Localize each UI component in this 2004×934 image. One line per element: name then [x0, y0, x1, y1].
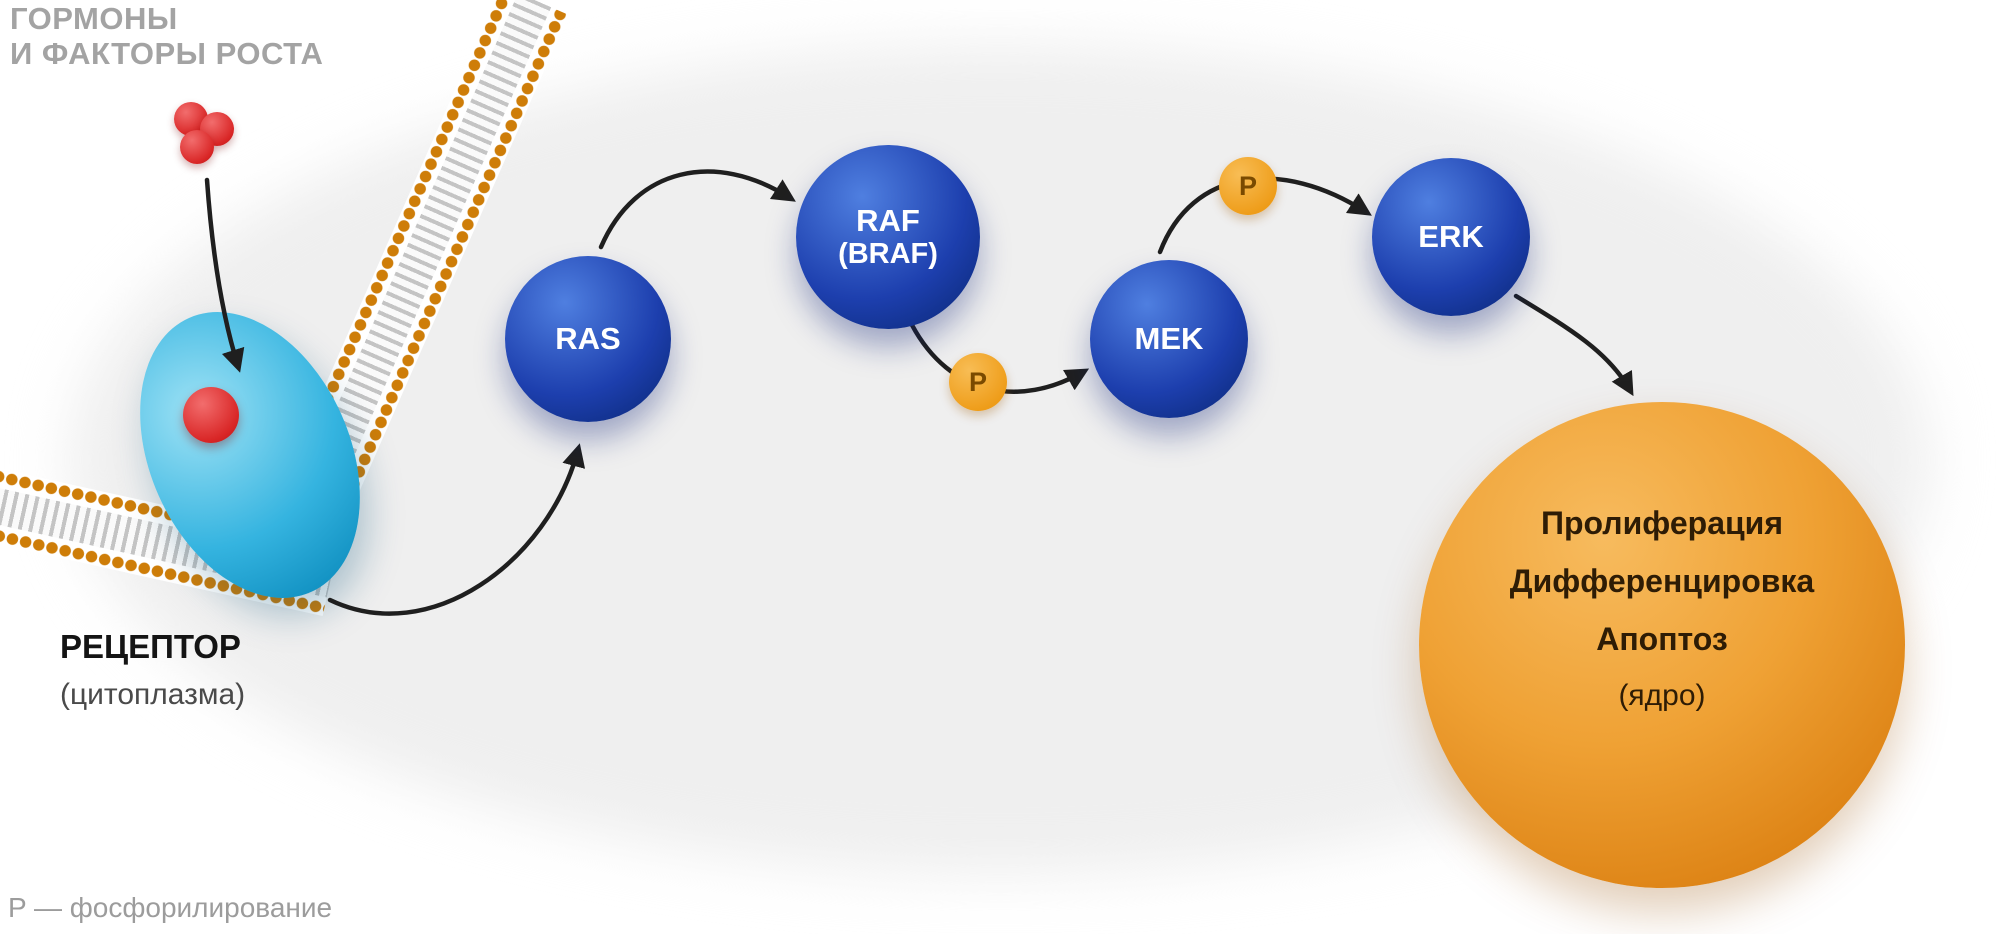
node-ras-label: RAS	[555, 321, 621, 357]
diagram-title: ГОРМОНЫ И ФАКТОРЫ РОСТА	[10, 1, 324, 71]
phosphate-badge-mek-erk: P	[1219, 157, 1277, 215]
phosphate-badge-raf-mek: P	[949, 353, 1007, 411]
node-mek: MEK	[1090, 260, 1248, 418]
phosphate-symbol: P	[1238, 170, 1257, 201]
receptor-caption-sub: (цитоплазма)	[60, 678, 246, 711]
title-line-1: ГОРМОНЫ	[10, 1, 178, 36]
nucleus-line-proliferation: Пролиферация	[1540, 505, 1784, 541]
legend-phosphorylation: P — фосфорилирование	[8, 892, 333, 923]
nucleus-text: Пролиферация Дифференцировка Апоптоз (яд…	[1510, 494, 1814, 723]
node-erk-label: ERK	[1418, 219, 1484, 255]
node-raf-label: RAF	[856, 202, 920, 238]
node-raf-sublabel: (BRAF)	[838, 238, 938, 271]
nucleus-line-differentiation: Дифференцировка	[1509, 563, 1815, 600]
node-mek-label: MEK	[1134, 321, 1204, 357]
phosphate-symbol: P	[968, 366, 987, 397]
ligand-dot	[183, 387, 239, 443]
title-line-2: И ФАКТОРЫ РОСТА	[10, 35, 324, 71]
hormone-molecules	[168, 100, 248, 180]
hormone-dot	[180, 130, 214, 164]
node-erk: ERK	[1372, 158, 1530, 316]
nucleus-sphere: Пролиферация Дифференцировка Апоптоз (яд…	[1419, 402, 1905, 888]
receptor-caption-title: РЕЦЕПТОР	[60, 628, 241, 665]
nucleus-line-apoptosis: Апоптоз	[1596, 621, 1728, 658]
node-raf: RAF (BRAF)	[796, 145, 980, 329]
receptor-caption: РЕЦЕПТОР (цитоплазма)	[60, 628, 245, 712]
node-ras: RAS	[505, 256, 671, 422]
nucleus-sublabel: (ядро)	[1618, 678, 1706, 712]
